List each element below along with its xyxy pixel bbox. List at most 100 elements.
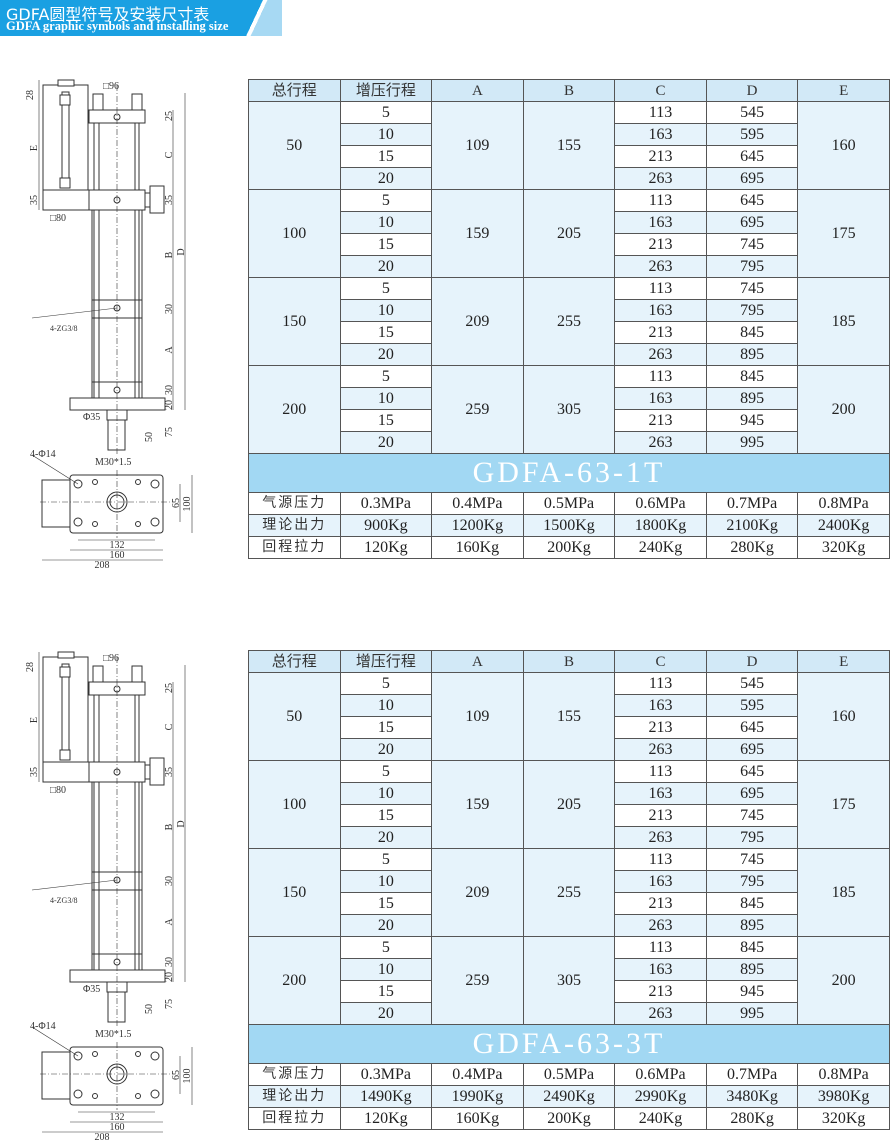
dim-d-cell: 895 xyxy=(705,958,799,981)
dim-25: 25 xyxy=(164,683,175,693)
boost-stroke-cell: 20 xyxy=(339,255,433,278)
dim-a-cell: 259 xyxy=(431,365,524,454)
dim-75: 75 xyxy=(164,427,175,437)
dim-d-cell: 845 xyxy=(705,321,799,344)
dim-b-cell: 305 xyxy=(522,365,616,454)
dim-c-cell: 113 xyxy=(614,101,707,124)
dim-c-cell: 213 xyxy=(614,892,707,915)
boost-stroke-cell: 20 xyxy=(339,826,433,849)
theoretical-output-label: 理论出力 xyxy=(248,1085,341,1108)
dim-d-cell: 595 xyxy=(705,123,799,146)
boost-stroke-cell: 15 xyxy=(339,892,433,915)
boost-stroke-cell: 10 xyxy=(339,958,433,981)
theoretical-output-cell: 2100Kg xyxy=(705,514,799,537)
dim-e-cell: 185 xyxy=(797,277,890,366)
column-header: D xyxy=(705,79,799,102)
dim-c: C xyxy=(164,723,175,730)
banner-subtitle: GDFA graphic symbols and installing size xyxy=(6,19,229,33)
model-row: GDFA-63-1T xyxy=(248,453,890,493)
dim-b-cell: 155 xyxy=(522,672,616,761)
dim-d-cell: 945 xyxy=(705,980,799,1003)
dim-c-cell: 163 xyxy=(614,123,707,146)
banner-background xyxy=(0,0,282,36)
air-pressure-cell: 0.5MPa xyxy=(522,1063,616,1086)
dim-30-lower: 30 xyxy=(164,957,175,967)
theoretical-output-cell: 1500Kg xyxy=(522,514,616,537)
dim-d-cell: 695 xyxy=(705,782,799,805)
dim-e: E xyxy=(29,145,40,151)
dim-b: B xyxy=(164,251,175,258)
return-force-cell: 200Kg xyxy=(522,1107,616,1130)
total-stroke-cell: 150 xyxy=(248,848,341,937)
total-stroke-cell: 100 xyxy=(248,760,341,849)
dim-c-cell: 213 xyxy=(614,804,707,827)
dim-c-cell: 213 xyxy=(614,409,707,432)
theoretical-output-cell: 1200Kg xyxy=(431,514,524,537)
dim-c-cell: 163 xyxy=(614,870,707,893)
dim-e-cell: 185 xyxy=(797,848,890,937)
air-pressure-cell: 0.5MPa xyxy=(522,492,616,515)
dim-sq96: □96 xyxy=(103,653,119,664)
boost-stroke-cell: 10 xyxy=(339,387,433,410)
air-pressure-cell: 0.6MPa xyxy=(614,492,707,515)
boost-stroke-cell: 5 xyxy=(339,848,433,871)
column-header: 总行程 xyxy=(248,650,341,673)
total-stroke-cell: 50 xyxy=(248,101,341,190)
dim-d-cell: 745 xyxy=(705,277,799,300)
column-header: B xyxy=(522,79,616,102)
column-header: 增压行程 xyxy=(339,650,433,673)
dim-d-cell: 845 xyxy=(705,936,799,959)
return-force-cell: 240Kg xyxy=(614,1107,707,1130)
boost-stroke-cell: 5 xyxy=(339,277,433,300)
dim-c-cell: 263 xyxy=(614,1002,707,1025)
dim-c-cell: 113 xyxy=(614,760,707,783)
dim-sq80: □80 xyxy=(50,785,66,796)
installation-drawing: 28 □96 E 25 C 35 35 □80 B D 4-ZG3/8 30 A… xyxy=(25,651,193,1143)
dim-25: 25 xyxy=(164,111,175,121)
dim-d-cell: 845 xyxy=(705,365,799,388)
dim-a-cell: 159 xyxy=(431,760,524,849)
holes-label: 4-Φ14 xyxy=(30,449,56,460)
side-view xyxy=(38,651,186,1027)
dim-c-cell: 213 xyxy=(614,145,707,168)
dim-c-cell: 213 xyxy=(614,980,707,1003)
column-header: E xyxy=(797,650,890,673)
return-force-cell: 280Kg xyxy=(705,1107,799,1130)
dim-d: D xyxy=(176,820,187,827)
dim-c-cell: 263 xyxy=(614,167,707,190)
installation-drawing: 28 □96 E 25 C 35 35 □80 B D 4-ZG3/8 30 A… xyxy=(25,79,193,571)
dim-50: 50 xyxy=(144,1004,155,1014)
dim-e-cell: 200 xyxy=(797,936,890,1025)
dim-phi35: Φ35 xyxy=(83,412,100,423)
thread-label: M30*1.5 xyxy=(95,457,131,468)
column-header: C xyxy=(614,650,707,673)
air-pressure-cell: 0.7MPa xyxy=(705,1063,799,1086)
column-header: 增压行程 xyxy=(339,79,433,102)
dim-35-right: 35 xyxy=(164,195,175,205)
dim-a: A xyxy=(164,346,175,354)
model-name: GDFA-63-3T xyxy=(248,1024,890,1064)
theoretical-output-cell: 2400Kg xyxy=(797,514,890,537)
dim-d-cell: 845 xyxy=(705,892,799,915)
column-header: A xyxy=(431,650,524,673)
bottom-view xyxy=(31,879,193,1133)
dim-b-cell: 205 xyxy=(522,760,616,849)
dim-c-cell: 163 xyxy=(614,211,707,234)
dim-e-cell: 175 xyxy=(797,760,890,849)
dim-d-cell: 895 xyxy=(705,387,799,410)
dim-c-cell: 213 xyxy=(614,233,707,256)
